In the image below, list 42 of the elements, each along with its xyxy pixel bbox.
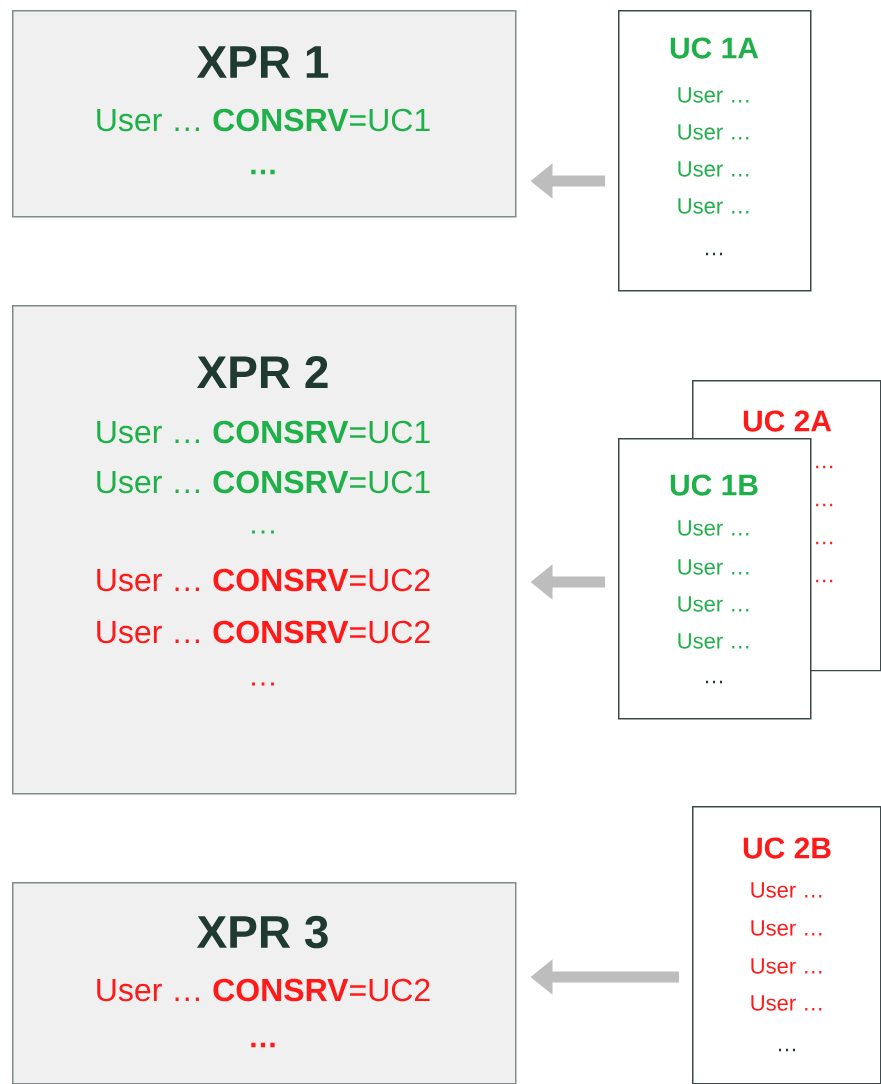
ellipsis: … bbox=[251, 169, 275, 175]
box-heading: UC 1B bbox=[670, 474, 758, 496]
ellipsis: … bbox=[706, 680, 723, 684]
box-heading: XPR 2 bbox=[196, 355, 328, 389]
entry-line: User … CONSRV=UC1 bbox=[97, 470, 430, 494]
page-box bbox=[618, 10, 812, 292]
ellipsis: … bbox=[816, 541, 833, 545]
ellipsis: … bbox=[252, 682, 274, 686]
ellipsis: … bbox=[252, 530, 274, 534]
entry-line: User … bbox=[678, 124, 749, 140]
entry-line: User … bbox=[751, 995, 822, 1011]
entry-line: User … bbox=[751, 958, 822, 974]
document-box bbox=[12, 305, 517, 795]
entry-line: User … bbox=[678, 559, 749, 575]
ellipsis: … bbox=[251, 1042, 275, 1048]
ellipsis: … bbox=[816, 465, 833, 469]
ellipsis: … bbox=[706, 252, 723, 256]
document-box bbox=[12, 10, 517, 218]
box-heading: XPR 3 bbox=[196, 915, 328, 949]
entry-line: User … bbox=[678, 633, 749, 649]
entry-line: User … CONSRV=UC2 bbox=[97, 620, 430, 644]
entry-line: User … CONSRV=UC1 bbox=[97, 108, 430, 132]
ellipsis: … bbox=[779, 1048, 796, 1052]
box-heading: UC 2B bbox=[743, 837, 831, 859]
ellipsis: … bbox=[816, 579, 833, 583]
document-box bbox=[12, 882, 517, 1084]
entry-line: User … CONSRV=UC2 bbox=[97, 568, 430, 592]
entry-line: User … bbox=[678, 161, 749, 177]
entry-line: User … CONSRV=UC2 bbox=[97, 978, 430, 1002]
entry-line: User … bbox=[678, 87, 749, 103]
entry-line: User … bbox=[678, 198, 749, 214]
box-heading: UC 1A bbox=[670, 37, 759, 59]
page-box bbox=[692, 806, 881, 1084]
box-heading: UC 2A bbox=[743, 410, 832, 432]
entry-line: User … bbox=[678, 596, 749, 612]
box-heading: XPR 1 bbox=[196, 46, 329, 78]
entry-line: User … bbox=[751, 920, 822, 936]
entry-line: User … bbox=[678, 520, 749, 536]
entry-line: User … bbox=[751, 882, 822, 898]
entry-line: User … CONSRV=UC1 bbox=[97, 420, 430, 444]
page-box bbox=[618, 438, 812, 720]
ellipsis: … bbox=[816, 503, 833, 507]
